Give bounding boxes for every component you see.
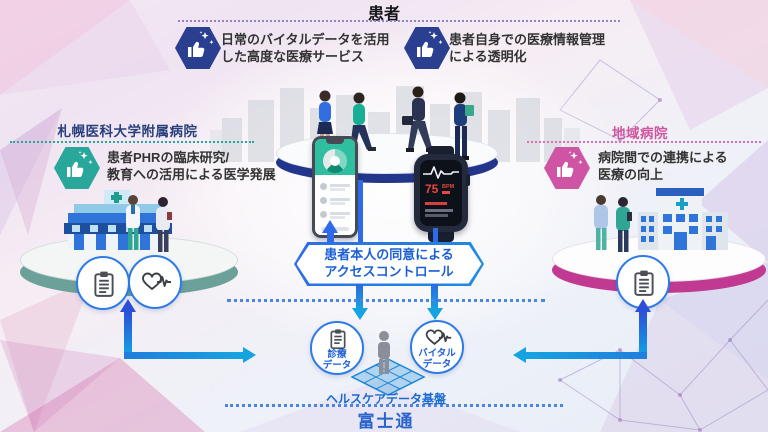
nurse-figure [616,197,632,252]
heart-ecg-icon [142,272,171,291]
arrow-line [356,284,363,310]
arrow-line [639,311,647,357]
clipboard-icon [634,270,654,296]
arrow-line [526,352,647,359]
node-label-line: 診療 [327,349,347,360]
regional-hospital-building [638,188,728,250]
benefit-line: 患者PHRの臨床研究/ [107,150,230,165]
arrow-up-into-phone [322,220,338,233]
benefit-line: 患者自身での医療情報管理 [449,32,606,47]
clipboard-icon [94,271,114,297]
right-divider [527,141,761,143]
nurse-figure [594,195,608,250]
node-label-line: データ [422,358,452,370]
arrow-up [635,299,651,312]
platform-label: ヘルスケアデータ基盤 [325,392,446,406]
benefit-line: した高度な医療サービス [221,49,365,64]
center-glow [150,30,630,350]
vital-data-node: バイタル データ [410,320,464,374]
fujitsu-divider [225,404,563,407]
node-label-line: バイタル [418,348,456,359]
donut-chart-icon [323,149,347,173]
connector-line [433,228,438,242]
clinical-data-node: 診療 データ [310,321,364,375]
heart-ecg-icon [425,329,452,345]
arrow-down [351,308,368,320]
left-hospital-title: 札幌医科大学附属病院 [57,124,198,139]
thumbs-up-badge-icon [544,147,590,189]
thumbs-up-badge-icon [175,27,221,69]
arrow-down [426,308,443,320]
phone-notch [326,139,344,144]
benefit-line: 教育への活用による医学発展 [107,167,276,182]
thumbs-up-badge-icon [54,147,100,189]
smartwatch: 75 BPM [414,146,470,242]
node-label-line: データ [322,359,352,371]
doctor-figure [156,197,172,252]
left-vital-data-node [128,255,182,309]
patient-benefit-2: 患者自身での医療情報管理 による透明化 [449,31,605,65]
doctor-figure [126,195,140,250]
thumbs-up-badge-icon [404,27,450,69]
consent-divider [227,299,545,302]
clipboard-icon [330,329,346,350]
right-hospital-title: 地域病院 [612,126,668,141]
benefit-line: 日常のバイタルデータを活用 [221,32,390,47]
patient-divider [178,20,620,22]
brand-name: 富士通 [357,412,415,431]
watch-bpm-unit: BPM [442,184,455,190]
arrow-up [120,299,136,312]
watch-screen: 75 BPM [420,160,462,226]
patient-person-icon [378,331,390,374]
arrow-right [243,347,256,363]
arrow-line [124,352,244,359]
ecg-line-icon [423,166,459,179]
benefit-line: 病院間での連携による [598,150,728,165]
watch-bpm-value: 75 [425,182,439,196]
patient-benefit-1: 日常のバイタルデータを活用 した高度な医療サービス [221,31,389,65]
arrow-left [513,347,526,363]
arrow-line [431,284,438,310]
access-control-label: 患者本人の同意による アクセスコントロール [324,247,454,279]
benefit-line: 医療の向上 [598,167,664,182]
left-benefit: 患者PHRの臨床研究/ 教育への活用による医学発展 [107,149,276,183]
access-control-box: 患者本人の同意による アクセスコントロール [294,242,484,286]
benefit-line: による透明化 [449,49,527,64]
right-benefit: 病院間での連携による 医療の向上 [598,149,728,183]
connector-line [358,180,363,242]
left-divider [10,141,254,143]
patient-title: 患者 [367,6,400,23]
arrow-line [124,311,132,357]
connector-line [327,232,334,248]
